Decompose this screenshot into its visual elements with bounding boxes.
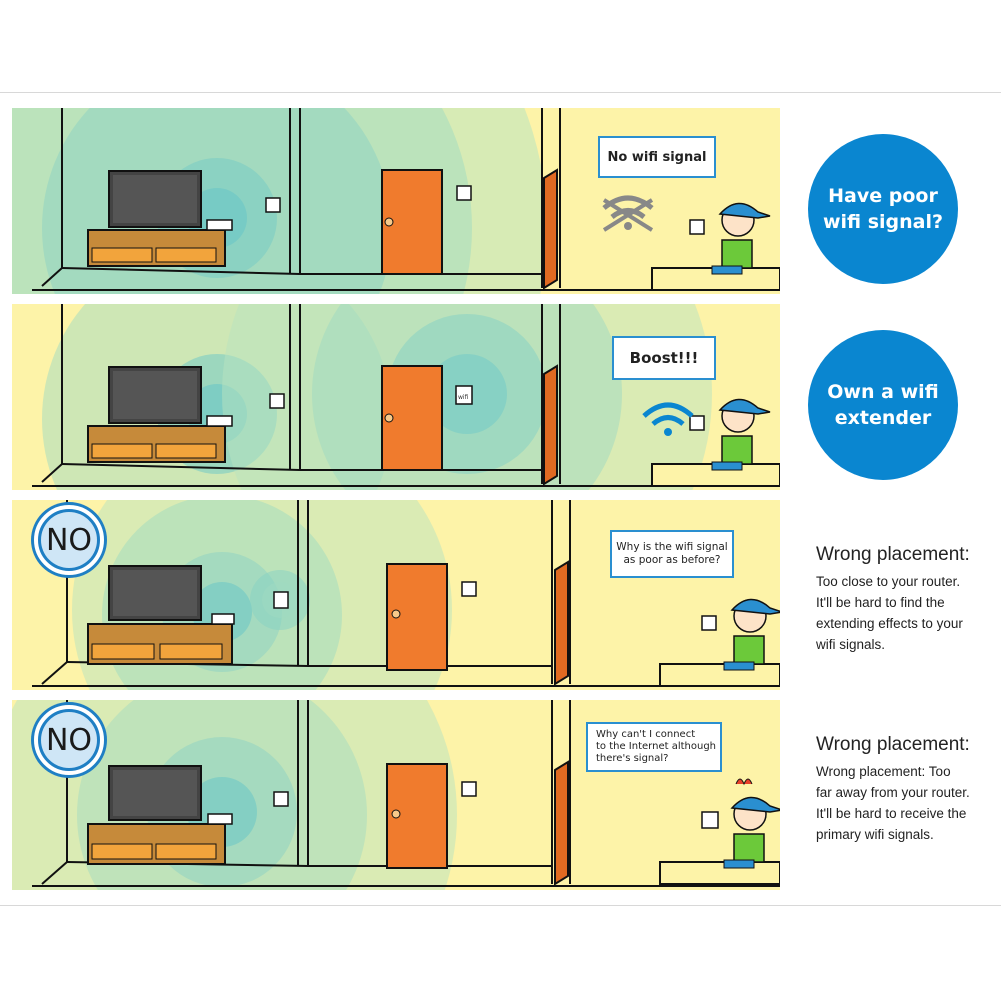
no-badge-inner: NO — [41, 712, 97, 768]
boy-figure — [723, 598, 780, 671]
scene-panel-4 — [12, 700, 780, 890]
bottom-rule — [0, 905, 1001, 906]
no-signal-icon — [602, 195, 654, 232]
speech-bubble-4: Why can't I connect to the Internet alth… — [586, 722, 722, 772]
no-badge-text: NO — [45, 522, 93, 558]
extender-label: wifi — [458, 394, 469, 401]
scene-panel-3 — [12, 500, 780, 690]
callout-own-extender: Own a wifi extender — [808, 330, 958, 480]
wrong-placement-note-2: Wrong placement: Wrong placement: Too fa… — [816, 733, 998, 845]
wrong-placement-note-1: Wrong placement: Too close to your route… — [816, 543, 998, 655]
no-badge: NO — [34, 505, 104, 575]
speech-bubble-3: Why is the wifi signal as poor as before… — [610, 530, 734, 578]
speech-bubble-1: No wifi signal — [598, 136, 716, 178]
wrong-placement-heading: Wrong placement: — [816, 544, 970, 565]
callout-have-poor-signal: Have poor wifi signal? — [808, 134, 958, 284]
scene-panel-2 — [12, 304, 780, 490]
scene-illustration-4 — [12, 700, 780, 890]
top-rule — [0, 92, 1001, 93]
no-badge-text: NO — [45, 722, 93, 758]
scene-illustration-2 — [12, 304, 780, 490]
boy-figure — [711, 398, 771, 471]
wrong-placement-body: Too close to your router. It'll be hard … — [816, 574, 963, 652]
boy-figure — [723, 778, 780, 869]
wifi-signal-icon — [642, 402, 694, 436]
no-badge-inner: NO — [41, 512, 97, 568]
wrong-placement-body: Wrong placement: Too far away from your … — [816, 764, 970, 842]
wrong-placement-heading: Wrong placement: — [816, 734, 970, 755]
no-badge: NO — [34, 705, 104, 775]
boy-figure — [711, 202, 771, 275]
speech-bubble-2: Boost!!! — [612, 336, 716, 380]
scene-illustration-3 — [12, 500, 780, 690]
